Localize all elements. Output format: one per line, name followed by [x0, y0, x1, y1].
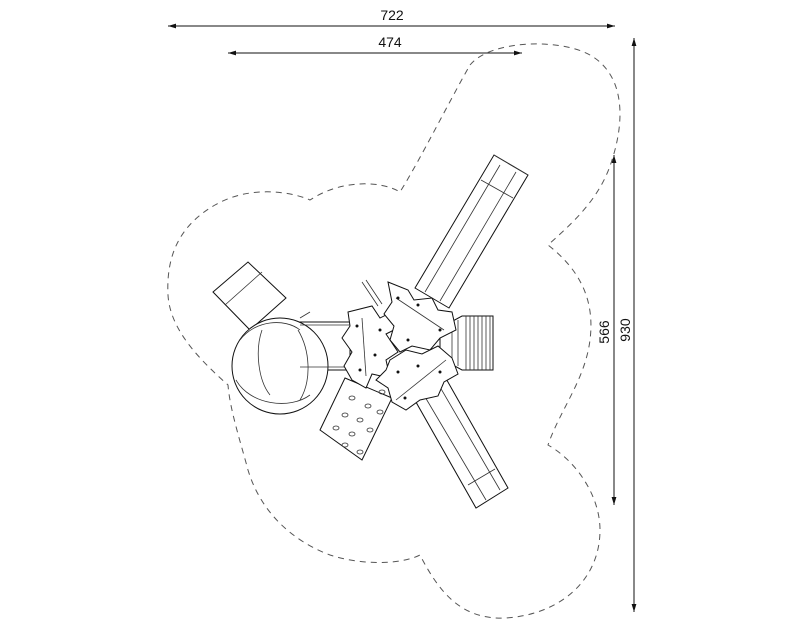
climbing-wall — [319, 377, 393, 461]
tower-roof-upper — [383, 281, 457, 353]
dimension-overall-depth: 930 — [617, 38, 637, 612]
dimension-overall-width: 722 — [168, 7, 615, 29]
dimension-overall-depth-label: 930 — [617, 318, 633, 342]
slide-lower — [407, 367, 509, 509]
dimension-equipment-depth-label: 566 — [596, 320, 612, 344]
dimension-overall-width-label: 722 — [380, 7, 404, 23]
dimension-equipment-width: 474 — [228, 34, 522, 56]
tube-slide — [212, 261, 351, 415]
handrail — [361, 279, 383, 307]
dimension-equipment-depth: 566 — [596, 155, 617, 505]
tower-roof-lower — [375, 345, 459, 411]
safety-zone-outline — [167, 43, 621, 619]
slide-upper — [414, 154, 529, 309]
dimension-equipment-width-label: 474 — [378, 34, 402, 50]
